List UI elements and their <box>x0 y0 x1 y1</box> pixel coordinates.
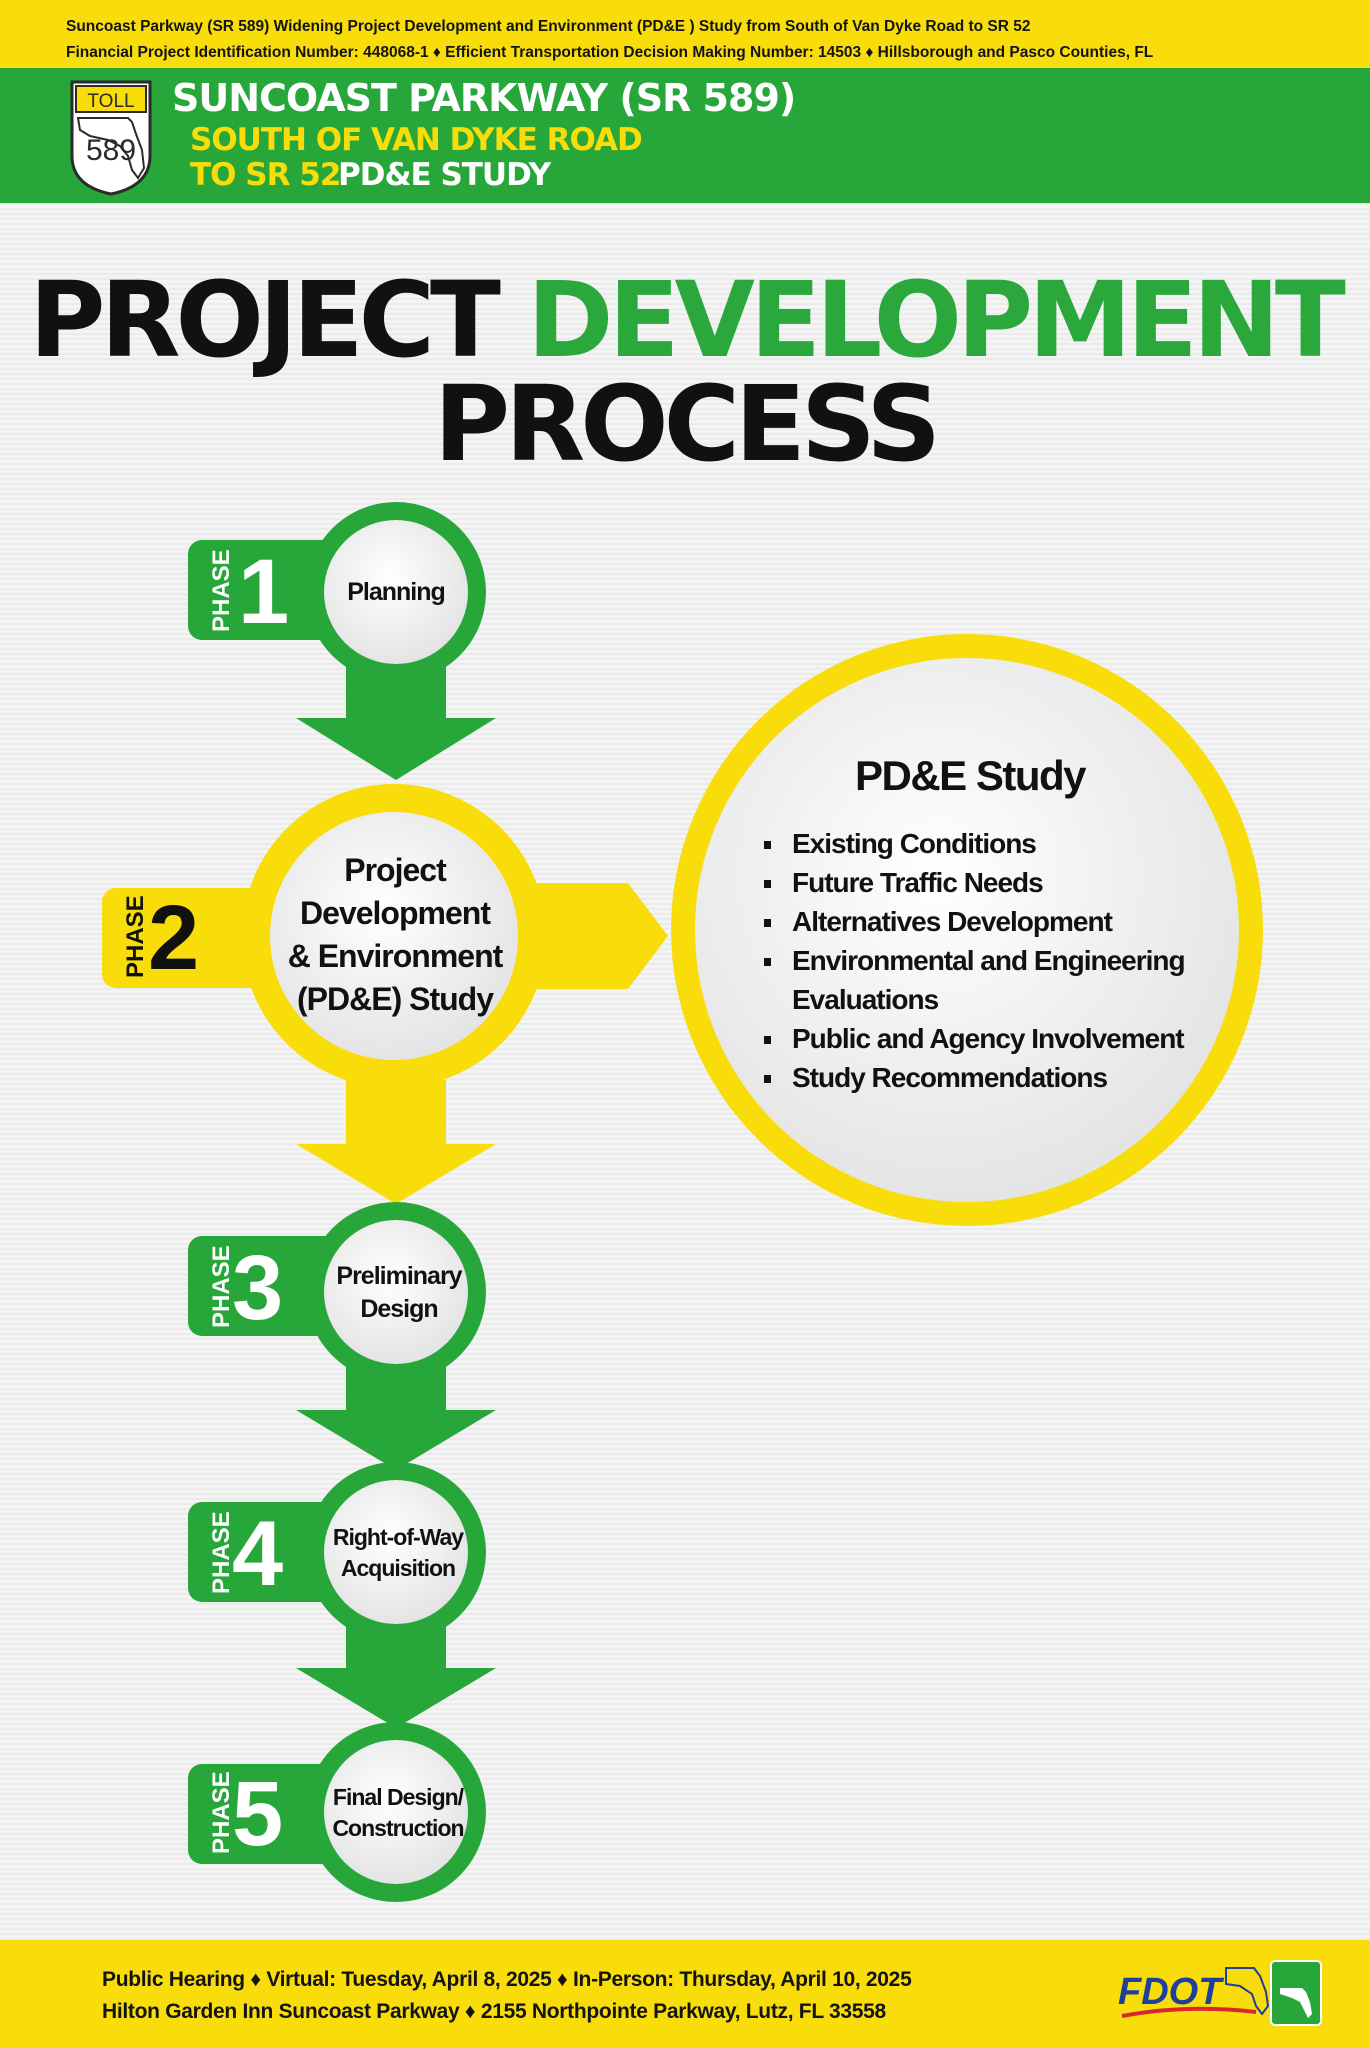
phase-2-number: 2 <box>148 887 200 989</box>
phase-2-node <box>102 784 668 1204</box>
toll-shield-icon: TOLL 589 <box>70 80 152 196</box>
project-limits-line2: TO SR 52 <box>190 157 341 193</box>
phase-4-node <box>188 1462 496 1728</box>
project-limits-line1: SOUTH OF VAN DYKE ROAD <box>190 122 643 158</box>
phase-5-name: Final Design/ Construction <box>322 1778 474 1848</box>
page-title-line1: PROJECT DEVELOPMENT <box>0 268 1370 372</box>
phase-5-node <box>188 1722 486 1902</box>
hearing-location: Hilton Garden Inn Suncoast Parkway ♦ 215… <box>102 2000 886 2023</box>
phase-4-name-line: Right-of-Way <box>332 1524 464 1550</box>
list-item: Environmental and Engineering Evaluation… <box>762 941 1232 1019</box>
footer-bar: Public Hearing ♦ Virtual: Tuesday, April… <box>0 1940 1370 2048</box>
pde-study-tag: PD&E STUDY <box>338 157 551 193</box>
phase-2-name-line: & Environment <box>287 938 504 974</box>
list-item: Alternatives Development <box>762 902 1232 941</box>
list-item: Future Traffic Needs <box>762 863 1232 902</box>
pde-study-list: Existing Conditions Future Traffic Needs… <box>762 824 1232 1097</box>
list-item: Existing Conditions <box>762 824 1232 863</box>
phase-5-name-line: Construction <box>332 1815 464 1841</box>
phase-4-name-line: Acquisition <box>340 1555 456 1581</box>
phase-3-node <box>188 1202 496 1470</box>
phase-1-number: 1 <box>238 541 290 643</box>
project-identifiers-line: Financial Project Identification Number:… <box>66 44 1154 61</box>
phase-1-label: PHASE <box>208 549 235 632</box>
phase-3-name-line: Preliminary <box>336 1262 462 1290</box>
phase-4-name: Right-of-Way Acquisition <box>322 1518 474 1588</box>
project-title: SUNCOAST PARKWAY (SR 589) <box>172 76 796 120</box>
page-title-line2: PROCESS <box>433 363 941 485</box>
phase-3-number: 3 <box>232 1237 284 1339</box>
project-description-line: Suncoast Parkway (SR 589) Widening Proje… <box>66 18 1031 35</box>
phase-1-name: Planning <box>347 577 446 606</box>
fdot-logo-text: FDOT <box>1118 1971 1224 2013</box>
phase-5-number: 5 <box>232 1763 284 1865</box>
project-header-bar <box>0 68 1370 203</box>
shield-route-number: 589 <box>86 134 136 167</box>
phase-3-name: Preliminary Design <box>324 1258 474 1328</box>
phase-1-node <box>188 502 496 780</box>
list-item: Public and Agency Involvement <box>762 1019 1232 1058</box>
shield-toll-text: TOLL <box>87 91 134 112</box>
hearing-dates: Public Hearing ♦ Virtual: Tuesday, April… <box>102 1968 912 1991</box>
phase-2-name-line: (PD&E) Study <box>297 981 494 1017</box>
fdot-logo-icon: FDOT <box>1118 1967 1270 2018</box>
title-word-development: DEVELOPMENT <box>527 259 1346 381</box>
title-word-project: PROJECT <box>29 259 501 381</box>
phase-5-name-line: Final Design/ <box>332 1784 464 1810</box>
phase-3-name-line: Design <box>360 1295 438 1323</box>
pde-study-title: PD&E Study <box>854 752 1087 799</box>
phase-2-name-line: Project <box>344 852 446 888</box>
pde-study-circle <box>671 634 1263 1226</box>
phase-2-name: Project Development & Environment (PD&E)… <box>270 842 520 1028</box>
phase-2-label: PHASE <box>122 895 149 978</box>
phase-2-name-line: Development <box>300 895 491 931</box>
phase-4-number: 4 <box>232 1503 284 1605</box>
florida-turnpike-logo-icon <box>1270 1960 1322 2026</box>
top-info-bar: Suncoast Parkway (SR 589) Widening Proje… <box>0 0 1370 68</box>
list-item: Study Recommendations <box>762 1058 1232 1097</box>
